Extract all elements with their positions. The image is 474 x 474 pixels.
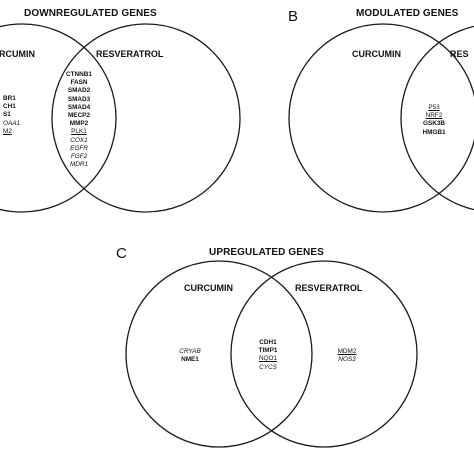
panel-a-left-set-label: CURCUMIN — [0, 49, 35, 59]
gene-label: TIMP1 — [258, 347, 278, 355]
gene-label: CTNNB1 — [66, 71, 92, 78]
gene-label: OAA1 — [3, 119, 21, 127]
gene-label: SMAD2 — [67, 87, 91, 95]
panel-b-curcumin-circle — [288, 23, 474, 213]
panel-c-right-set-label: RESVERATROL — [295, 283, 363, 293]
panel-b-title: MODULATED GENES — [356, 8, 459, 19]
panel-a-title: DOWNREGULATED GENES — [24, 8, 157, 19]
gene-label: CDH1 — [259, 339, 277, 346]
gene-label: BR1 — [3, 95, 16, 102]
gene-label: PLK1 — [71, 128, 87, 136]
gene-label: HMGB1 — [422, 128, 446, 136]
gene-label: COX1 — [70, 136, 88, 144]
panel-a-right-set-label: RESVERATROL — [96, 49, 164, 59]
panel-a-curcumin-circle — [0, 23, 117, 213]
gene-label: NME1 — [181, 356, 199, 364]
gene-label: EGFR — [70, 144, 88, 152]
panel-c-left-set-label: CURCUMIN — [184, 283, 233, 293]
gene-label: SMAD4 — [67, 103, 91, 111]
gene-label: S1 — [3, 111, 11, 119]
panel-b-right-set-label: RES — [450, 49, 469, 59]
panel-b-left-set-label: CURCUMIN — [352, 49, 401, 59]
gene-label: SMAD3 — [67, 95, 91, 103]
gene-label: FASN — [70, 79, 88, 87]
gene-label: CH1 — [3, 103, 16, 111]
gene-label: GSK3B — [422, 120, 446, 128]
panel-c-curcumin-circle — [125, 260, 313, 448]
gene-label: NRF2 — [425, 112, 443, 120]
gene-label: CYCS — [259, 363, 277, 371]
gene-label: MDR1 — [69, 161, 89, 169]
panel-b-letter: B — [288, 8, 299, 25]
panel-c-title: UPREGULATED GENES — [209, 247, 324, 258]
gene-label: MECP2 — [67, 112, 91, 120]
gene-label: NOS3 — [338, 356, 356, 364]
panel-b-resveratrol-circle — [400, 25, 474, 211]
gene-label: NQO1 — [258, 355, 278, 363]
gene-label: P53 — [428, 104, 440, 111]
gene-label: MDM2 — [337, 348, 357, 355]
panel-a-resveratrol-circle — [51, 23, 241, 213]
gene-label: M2 — [3, 127, 12, 135]
panel-c-resveratrol-circle — [230, 260, 418, 448]
panel-c-letter: C — [116, 245, 127, 262]
gene-label: MMP2 — [69, 120, 89, 128]
gene-label: FGF2 — [70, 153, 88, 161]
gene-label: CRYAB — [179, 348, 201, 355]
